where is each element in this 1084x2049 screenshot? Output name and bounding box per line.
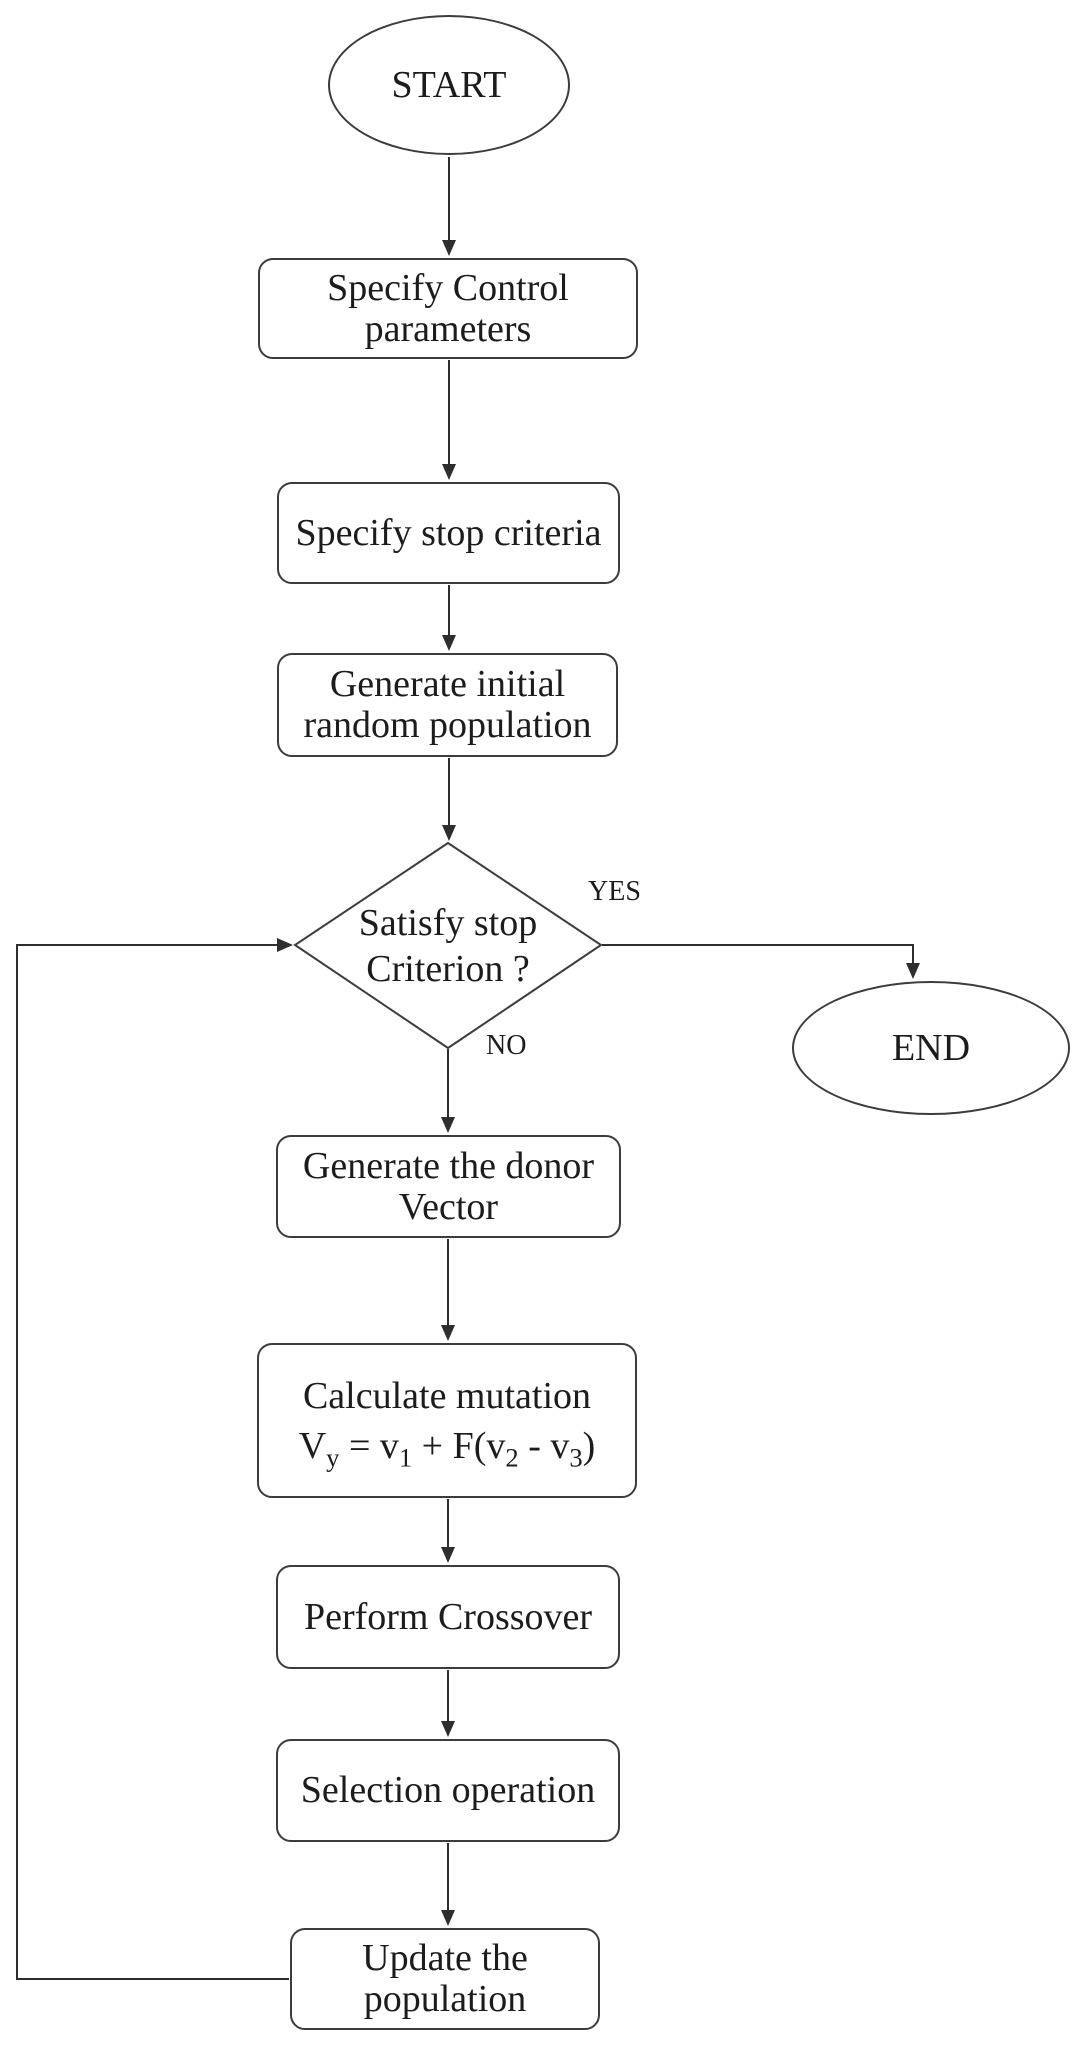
- process-label-line: Perform Crossover: [303, 1595, 593, 1638]
- process-label-line: Specify Control: [327, 266, 569, 309]
- decision-label-line: Satisfy stop: [358, 901, 538, 944]
- process-label-line: Calculate mutation: [302, 1374, 592, 1417]
- process-label-line: Update the: [362, 1937, 528, 1979]
- process-label-line: Generate the donor: [302, 1144, 595, 1187]
- process-label-line: Specify stop criteria: [295, 511, 602, 554]
- process-update-population: Update the population: [290, 1928, 600, 2030]
- decision-label-line: Criterion ?: [366, 947, 530, 990]
- process-label-line: Generate initial: [329, 663, 566, 705]
- process-label-line: parameters: [364, 307, 532, 350]
- edge-decision-yes-to-end: [602, 944, 920, 979]
- yes-branch-label: YES: [588, 876, 641, 907]
- process-generate-initial-population: Generate initial random population: [277, 653, 618, 757]
- process-specify-stop-criteria: Specify stop criteria: [277, 482, 620, 584]
- end-terminator: END: [792, 981, 1070, 1115]
- start-label: START: [391, 63, 507, 106]
- process-perform-crossover: Perform Crossover: [276, 1565, 620, 1669]
- no-branch-label: NO: [486, 1030, 527, 1061]
- edge-update-to-decision-loop: [16, 938, 293, 1980]
- decision-satisfy-stop-criterion: Satisfy stop Criterion ?: [295, 843, 601, 1048]
- process-calculate-mutation: Calculate mutation Vy = v1 + F(v2 - v3): [257, 1343, 637, 1498]
- process-generate-donor-vector: Generate the donor Vector: [276, 1135, 621, 1238]
- start-terminator: START: [328, 15, 570, 155]
- mutation-equation: Vy = v1 + F(v2 - v3): [298, 1424, 596, 1473]
- process-label-line: random population: [303, 704, 592, 746]
- process-selection-operation: Selection operation: [276, 1739, 620, 1842]
- process-specify-control-parameters: Specify Control parameters: [258, 258, 638, 359]
- process-label-line: population: [363, 1978, 527, 2020]
- process-label-line: Vector: [398, 1185, 499, 1228]
- process-label-line: Selection operation: [300, 1769, 596, 1811]
- end-label: END: [891, 1026, 971, 1069]
